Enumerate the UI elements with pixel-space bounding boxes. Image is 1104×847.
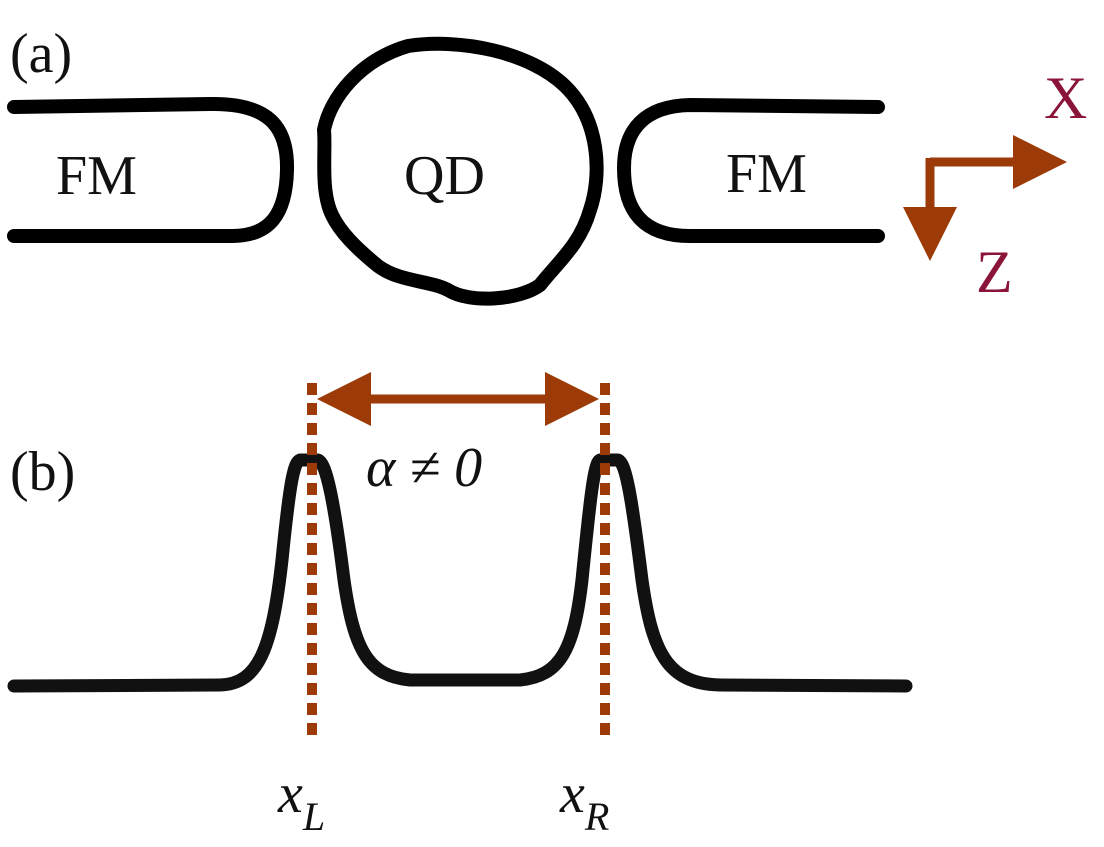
left-position-symbol: x (277, 763, 303, 825)
double-peak-curve (7, 453, 913, 693)
right-lead-outline (617, 98, 885, 243)
right-lead-label: FM (726, 143, 807, 205)
right-position-label: xR (559, 763, 609, 839)
separation-label: α ≠ 0 (366, 437, 482, 499)
quantum-dot-outline (317, 36, 604, 306)
x-axis-label: X (1044, 65, 1087, 131)
left-lead-outline (7, 96, 295, 243)
left-position-subscript: L (302, 794, 325, 839)
panel-a-label: (a) (10, 23, 72, 85)
z-axis-label: Z (976, 239, 1013, 305)
coordinate-axes: X Z (903, 65, 1087, 305)
quantum-dot-label: QD (404, 145, 485, 207)
right-position-symbol: x (559, 763, 585, 825)
left-lead-label: FM (56, 145, 137, 207)
left-position-label: xL (277, 763, 325, 839)
panel-b-label: (b) (10, 441, 75, 503)
right-position-subscript: R (584, 794, 609, 839)
